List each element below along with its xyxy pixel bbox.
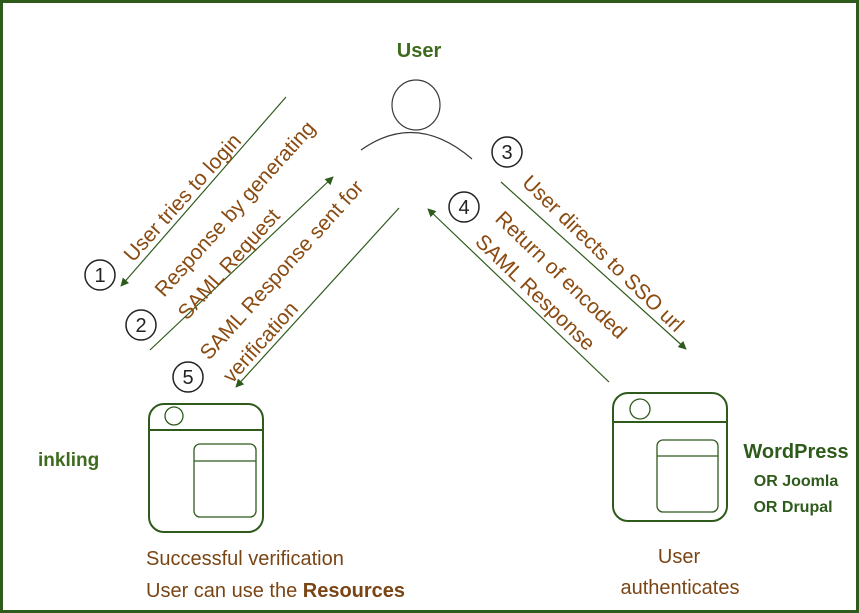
service-provider-app-icon bbox=[148, 403, 264, 533]
identity-provider-caption-line1: User bbox=[658, 546, 701, 568]
arrow-step-5 bbox=[235, 207, 400, 388]
arrow-step-1 bbox=[120, 96, 287, 287]
identity-provider-app-icon bbox=[612, 392, 728, 522]
step-5-number: 5 bbox=[182, 367, 193, 389]
identity-provider-alt-2: OR Drupal bbox=[753, 499, 832, 516]
user-icon bbox=[360, 79, 473, 160]
step-3-number: 3 bbox=[501, 142, 512, 164]
service-provider-name: inkling bbox=[38, 450, 99, 471]
identity-provider-name: WordPress bbox=[743, 441, 848, 463]
caption-prefix: User can use the bbox=[146, 580, 303, 602]
identity-provider-caption-line2: authenticates bbox=[621, 577, 740, 599]
step-1-label: User tries to login bbox=[120, 130, 246, 267]
service-provider-caption-line1: Successful verification bbox=[146, 548, 344, 570]
step-1-number: 1 bbox=[94, 265, 105, 287]
saml-flow-diagram: User 1 User tries to login 2 Response by… bbox=[38, 40, 849, 602]
user-title: User bbox=[397, 40, 442, 62]
service-provider-caption-line2: User can use the Resources bbox=[146, 580, 405, 602]
identity-provider-alt-1: OR Joomla bbox=[754, 473, 839, 490]
arrow-step-3 bbox=[500, 181, 687, 350]
caption-resources: Resources bbox=[303, 580, 405, 602]
step-4-number: 4 bbox=[458, 197, 469, 219]
arrow-step-4 bbox=[427, 208, 610, 383]
arrow-step-2 bbox=[149, 176, 334, 351]
step-2-number: 2 bbox=[135, 315, 146, 337]
